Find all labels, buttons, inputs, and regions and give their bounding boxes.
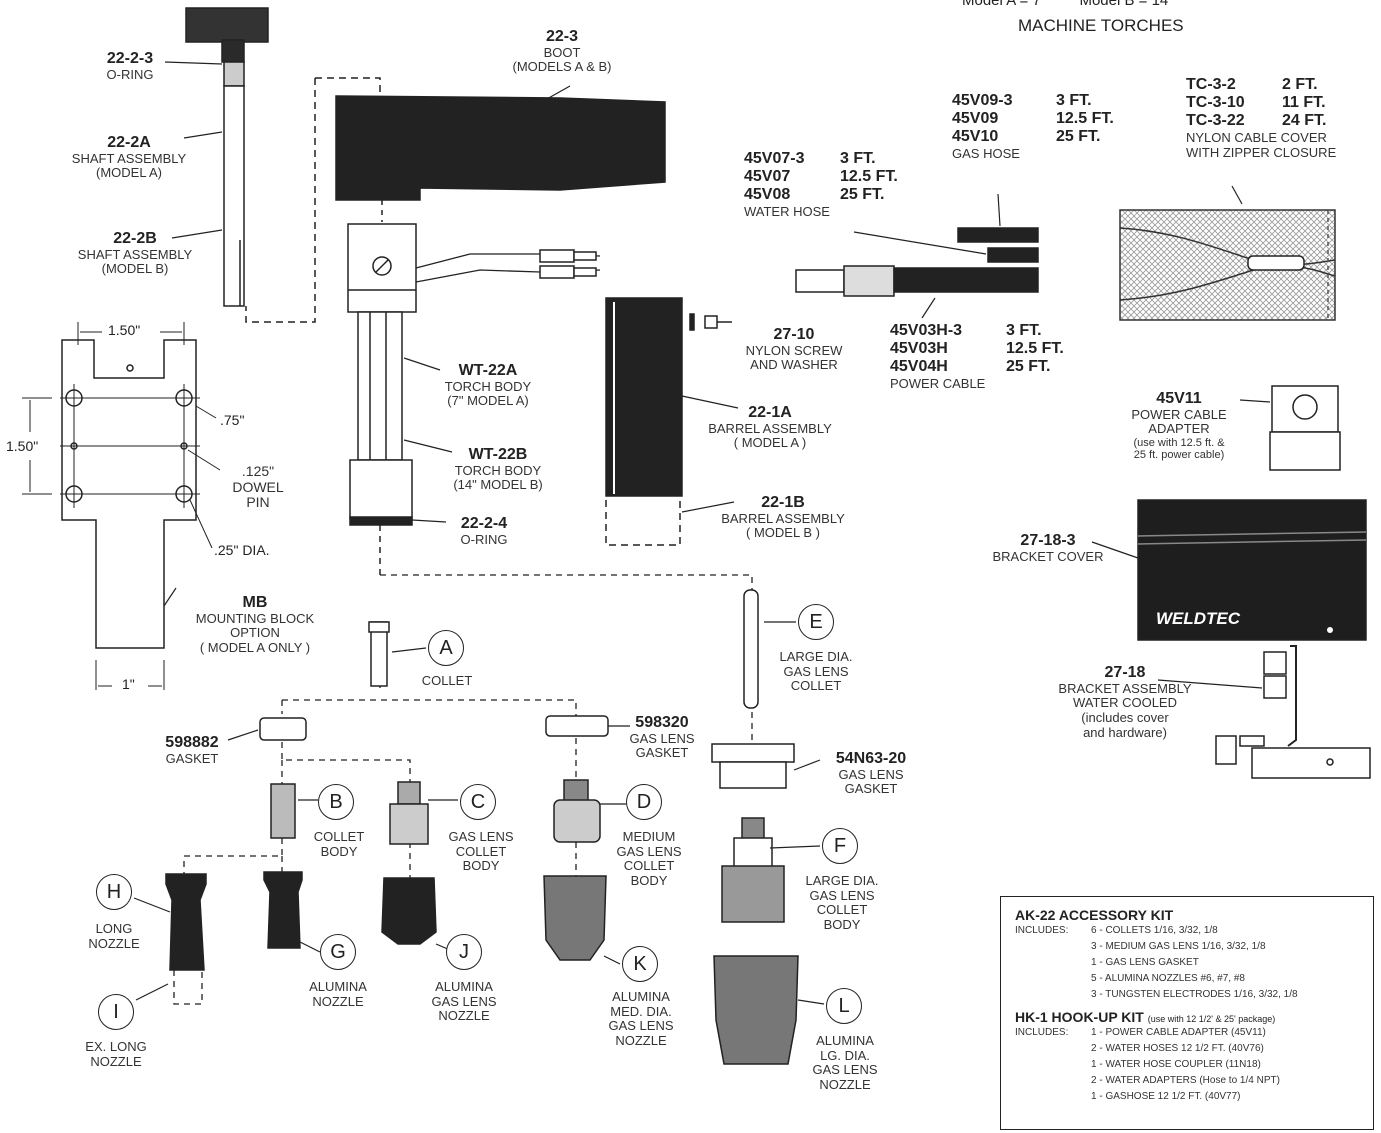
mounting-block-drawing [22, 322, 221, 690]
gas-hose-drawing [957, 227, 1039, 243]
boot-drawing [335, 95, 666, 201]
callout-i: I [98, 994, 134, 1030]
label-barrel-a: 22-1A BARREL ASSEMBLY( MODEL A ) [708, 404, 832, 451]
label-bracket-cover: 27-18-3 BRACKET COVER [992, 532, 1104, 564]
dim-hole-dia: .25" DIA. [214, 542, 270, 558]
dim-hole-spacing: .75" [220, 412, 245, 428]
ak22-item: 1 - GAS LENS GASKET [1091, 957, 1199, 968]
ak22-item: INCLUDES:6 - COLLETS 1/16, 3/32, 1/8 [1015, 925, 1218, 936]
nozzle-k-drawing [543, 875, 607, 961]
bracket-cover-drawing [1137, 499, 1367, 641]
ak22-item: 3 - TUNGSTEN ELECTRODES 1/16, 3/32, 1/8 [1091, 989, 1298, 1000]
hk1-item: INCLUDES:1 - POWER CABLE ADAPTER (45V11) [1015, 1027, 1266, 1038]
page-title: MACHINE TORCHES [1018, 16, 1184, 35]
barrel-drawing [605, 297, 683, 497]
water-hose-drawing [987, 247, 1039, 263]
ak22-item: 5 - ALUMINA NOZZLES #6, #7, #8 [1091, 973, 1245, 984]
label-barrel-b: 22-1B BARREL ASSEMBLY( MODEL B ) [721, 494, 845, 541]
ak22-item: 3 - MEDIUM GAS LENS 1/16, 3/32, 1/8 [1091, 941, 1266, 952]
gasket-54n63-drawing [711, 743, 795, 789]
hk1-title: HK-1 HOOK-UP KIT (use with 12 1/2' & 25'… [1015, 1009, 1276, 1025]
callout-d: D [626, 784, 662, 820]
nozzle-j-drawing [381, 877, 437, 945]
bracket-brand: WELDTEC [1156, 609, 1241, 628]
callout-g: G [320, 934, 356, 970]
cable-cover-drawing [1119, 209, 1336, 321]
collet-body-f-drawing [721, 817, 785, 923]
label-oring-top: 22-2-3 O-RING [106, 50, 154, 82]
power-cable-drawing [795, 265, 1039, 297]
callout-j: J [446, 934, 482, 970]
label-shaft-b: 22-2B SHAFT ASSEMBLY(MODEL B) [77, 230, 193, 277]
label-boot: 22-3 BOOT(MODELS A & B) [512, 28, 612, 75]
adapter-drawing [1269, 385, 1341, 471]
dim-bottom-width: 1" [122, 676, 135, 692]
gasket-598320-drawing [545, 715, 609, 737]
nozzle-h-drawing [165, 873, 207, 971]
ak22-title: AK-22 ACCESSORY KIT [1015, 907, 1174, 923]
models-line: Model A = 7" Model B = 14" [962, 0, 1174, 9]
hk1-item: 1 - GASHOSE 12 1/2 FT. (40V77) [1091, 1091, 1241, 1102]
shaft-assembly-drawing [185, 7, 269, 307]
callout-e: E [798, 604, 834, 640]
collet-body-d-drawing [553, 779, 601, 843]
label-shaft-a: 22-2A SHAFT ASSEMBLY(MODEL A) [71, 134, 187, 181]
callout-l: L [826, 988, 862, 1024]
label-torch-a: WT-22A TORCH BODY(7" MODEL A) [444, 362, 532, 409]
kit-box: AK-22 ACCESSORY KIT INCLUDES:6 - COLLETS… [1000, 896, 1374, 1130]
callout-a: A [428, 630, 464, 666]
screw-drawing [689, 313, 732, 331]
callout-h: H [96, 874, 132, 910]
collet-body-b-drawing [270, 783, 296, 839]
callout-f: F [822, 828, 858, 864]
label-torch-b: WT-22B TORCH BODY(14" MODEL B) [453, 446, 543, 493]
desc-a: COLLET [421, 673, 473, 688]
dim-height: 1.50" [6, 438, 39, 454]
callout-b: B [318, 784, 354, 820]
collet-e-drawing [743, 589, 759, 709]
hk1-item: 1 - WATER HOSE COUPLER (11N18) [1091, 1059, 1261, 1070]
label-oring-mid: 22-2-4 O-RING [460, 515, 508, 547]
gasket-598882-drawing [259, 717, 307, 741]
hk1-item: 2 - WATER ADAPTERS (Hose to 1/4 NPT) [1091, 1075, 1280, 1086]
label-gasket-598882: 598882 GASKET [165, 734, 219, 766]
collet-body-c-drawing [389, 781, 429, 845]
bracket-assembly-drawing [1215, 645, 1371, 779]
callout-c: C [460, 784, 496, 820]
nozzle-l-drawing [713, 955, 799, 1065]
hk1-item: 2 - WATER HOSES 12 1/2 FT. (40V76) [1091, 1043, 1264, 1054]
nozzle-g-drawing [263, 871, 303, 949]
callout-k: K [622, 946, 658, 982]
torch-head-drawing [347, 223, 417, 313]
dim-top-width: 1.50" [108, 322, 141, 338]
